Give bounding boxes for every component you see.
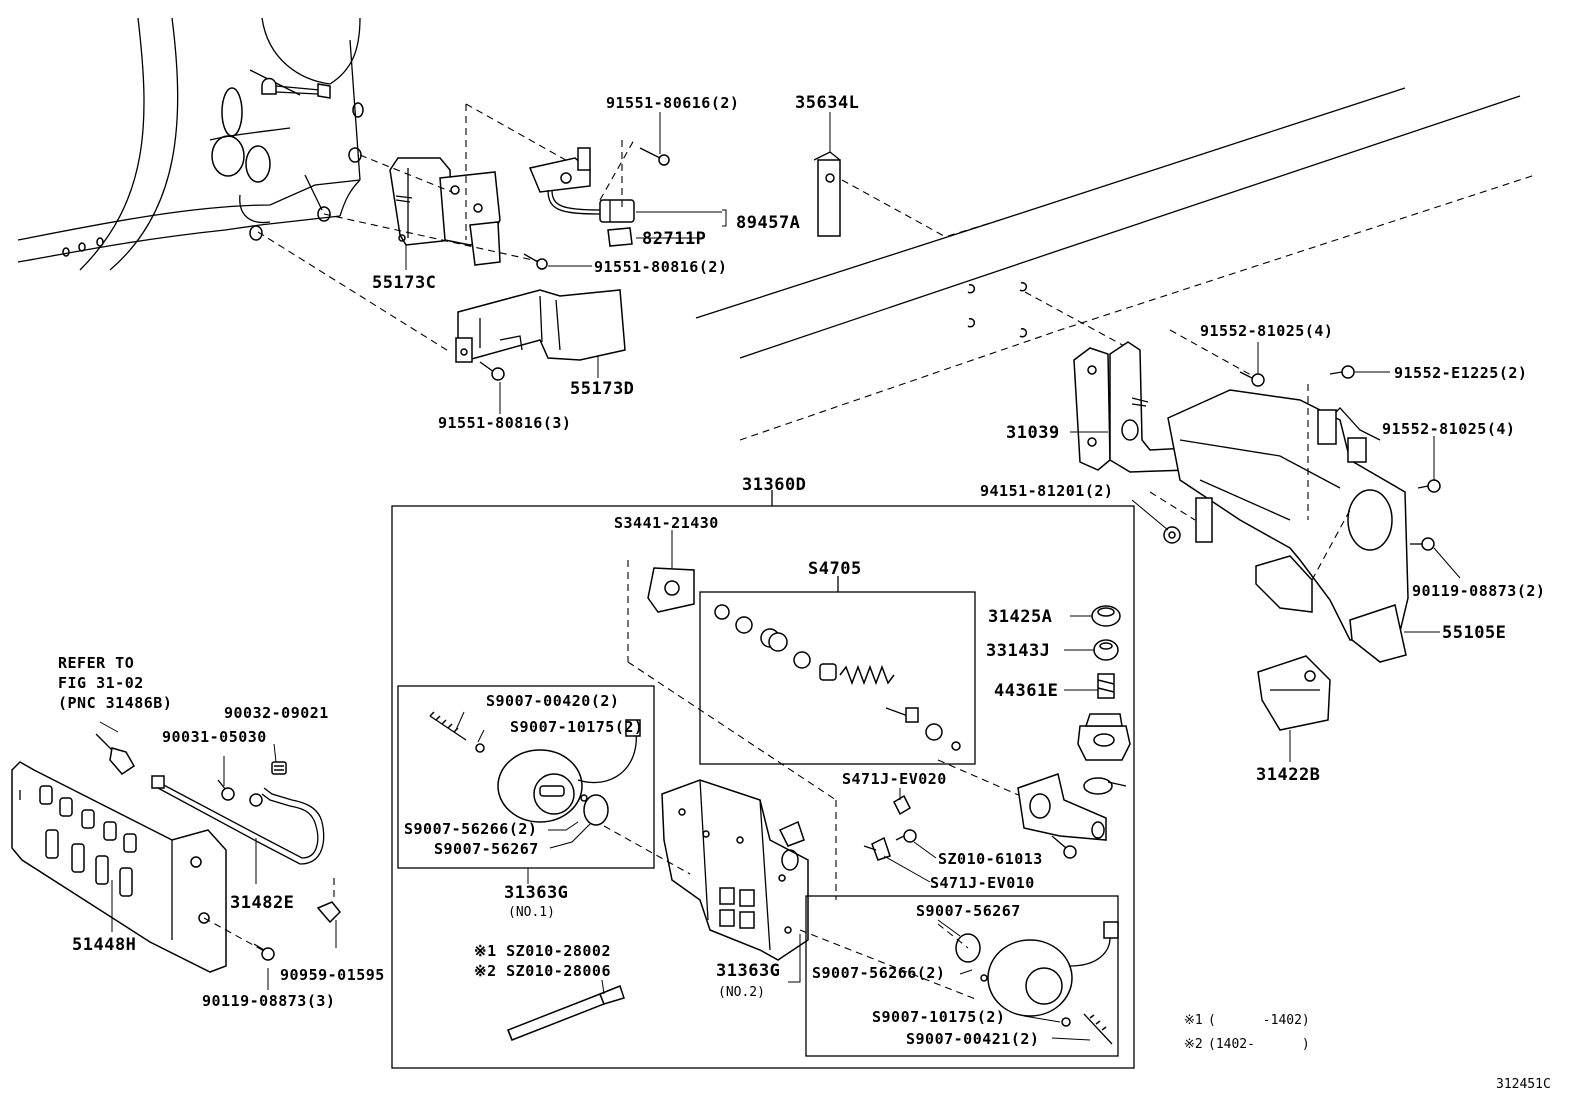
label-89457a: 89457A [736,213,800,233]
note-2-text: (1402- ) [1208,1037,1310,1052]
bolt-icon [253,943,275,961]
cushion-31425a [1091,605,1121,627]
label-s9007-56267-b: S9007-56267 [916,902,1021,920]
label-no2: (NO.2) [718,985,765,1000]
bolt-icon [1329,365,1355,379]
cable-31482e [151,775,325,865]
skid-plate-51448h [11,761,227,973]
clip-s471j-ev020 [893,794,911,816]
label-refer-pnc: (PNC 31486B) [58,694,172,712]
bolt-icon [1051,835,1077,859]
assembly-box-31360d [391,505,1135,1069]
label-s9007-56266-b: S9007-56266(2) [812,964,945,982]
bolt-icon [1417,479,1441,493]
gasket-s3441-21430 [647,567,695,613]
accumulator-piston [1077,713,1131,761]
leader-lines [99,112,1461,1041]
label-s3441-21430: S3441-21430 [614,514,719,532]
retainer-ring [1083,777,1127,795]
note-2-mark: ※2 [1184,1037,1203,1052]
sensor-89457a [528,147,635,223]
label-no1: (NO.1) [508,905,555,920]
label-94151-81201: 94151-81201(2) [980,482,1113,500]
label-33143j: 33143J [986,641,1050,661]
refer-cable-end [95,733,135,775]
label-sz010-61013: SZ010-61013 [938,850,1043,868]
label-31363g-no1: 31363G [504,883,568,903]
cylinder-body [1017,773,1107,841]
valve-body [661,779,809,961]
label-91551-80816-2: 91551-80816(2) [594,258,727,276]
label-55173c: 55173C [372,273,436,293]
bolt-icon [639,147,670,166]
solenoid-31363g-no1 [429,711,641,826]
clamp-35634l [813,151,841,237]
sealant-tube [507,985,625,1041]
bolt-sz010-61013 [895,829,917,843]
vehicle-frame [695,87,1536,441]
label-s9007-10175-a: S9007-10175(2) [510,718,643,736]
label-44361e: 44361E [994,681,1058,701]
part-labels: 91551-80616(2) 35634L 89457A 82711P 9155… [58,93,1551,1092]
label-82711p: 82711P [642,229,706,249]
cover-31422b [1257,655,1331,731]
label-90119-08873-3: 90119-08873(3) [202,992,335,1010]
bolt-icon [1410,537,1435,551]
note-1-text: ( -1402) [1208,1013,1310,1028]
label-35634l: 35634L [795,93,859,113]
label-90032-09021: 90032-09021 [224,704,329,722]
bolt-icon [479,361,505,381]
bolt-icon [1239,371,1265,387]
label-55173d: 55173D [570,379,634,399]
label-31422b: 31422B [1256,765,1320,785]
label-sz010-28006: ※2 SZ010-28006 [474,962,611,980]
label-90119-08873-2: 90119-08873(2) [1412,582,1545,600]
bolt-icon [217,779,235,801]
bracket-31039 [1073,341,1189,473]
nut-icon [1163,526,1181,544]
figure-id: 312451C [1496,1077,1551,1092]
label-91551-80616: 91551-80616(2) [606,94,739,112]
label-90031-05030: 90031-05030 [162,728,267,746]
label-s471j-ev020: S471J-EV020 [842,770,947,788]
seal-33143j [1093,639,1119,661]
label-90959-01595: 90959-01595 [280,966,385,984]
clip-90032-09021 [271,761,287,775]
label-55105e: 55105E [1442,623,1506,643]
note-1-mark: ※1 [1184,1013,1203,1028]
label-51448h: 51448H [72,935,136,955]
spring-44361e [1097,673,1115,699]
label-31482e: 31482E [230,893,294,913]
label-s9007-56267-a: S9007-56267 [434,840,539,858]
label-s9007-10175-b: S9007-10175(2) [872,1008,1005,1026]
label-91552-81025-a: 91552-81025(4) [1200,322,1333,340]
clip-s471j-ev010 [863,836,891,861]
transmission-housing [17,17,364,271]
label-s9007-00421: S9007-00421(2) [906,1030,1039,1048]
label-s9007-00420: S9007-00420(2) [486,692,619,710]
clip-90959-01595 [316,901,342,924]
label-s9007-56266-a: S9007-56266(2) [404,820,537,838]
bracket-55105e [1167,389,1409,663]
label-31360d: 31360D [742,475,806,495]
kit-parts-s4705 [714,604,961,751]
label-s4705: S4705 [808,559,862,579]
label-91552-e1225: 91552-E1225(2) [1394,364,1527,382]
bolt-icon [523,253,548,270]
label-refer-to: REFER TO [58,654,134,672]
solenoid-box-no1 [397,685,655,869]
label-31425a: 31425A [988,607,1052,627]
label-91552-81025-b: 91552-81025(4) [1382,420,1515,438]
solenoid-box-no2 [805,895,1119,1057]
label-s471j-ev010: S471J-EV010 [930,874,1035,892]
label-sz010-28002: ※1 SZ010-28002 [474,942,611,960]
bracket-55173c [389,157,501,266]
label-91551-80816-3: 91551-80816(3) [438,414,571,432]
label-refer-fig: FIG 31-02 [58,674,144,692]
cover-55173d [455,289,626,363]
label-31039: 31039 [1006,423,1060,443]
label-31363g-no2: 31363G [716,961,780,981]
connector-82711p [607,227,633,247]
